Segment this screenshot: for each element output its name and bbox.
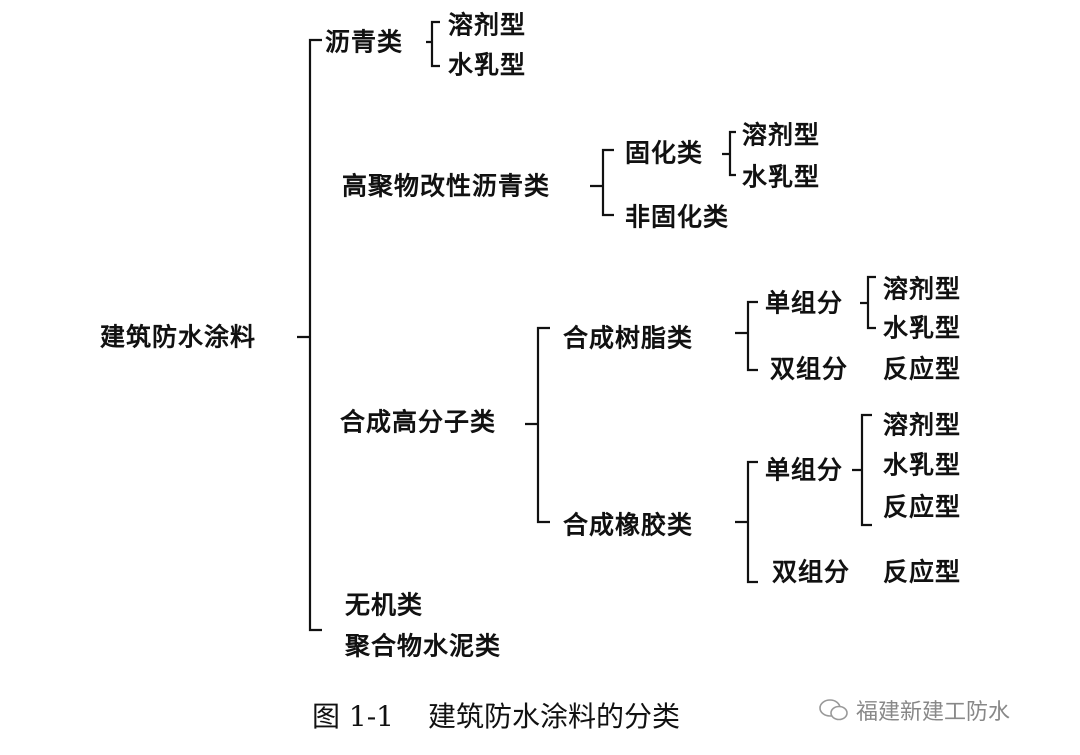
rubber-label: 合成橡胶类	[563, 510, 694, 540]
figure-title: 建筑防水涂料的分类	[428, 700, 681, 733]
rubber-single-reactive: 反应型	[883, 492, 962, 522]
rubber-double-reactive: 反应型	[883, 557, 962, 587]
cured-solvent: 溶剂型	[742, 120, 821, 150]
asphalt-bracket	[426, 20, 440, 68]
watermark: 福建新建工防水	[818, 694, 1010, 726]
polymer-asphalt-bracket	[590, 148, 614, 217]
rubber-single-label: 单组分	[765, 455, 844, 485]
cured-label: 固化类	[625, 138, 704, 168]
resin-single-label: 单组分	[765, 288, 844, 318]
figure-number: 图 1-1	[312, 700, 394, 733]
resin-single-bracket	[860, 275, 876, 330]
resin-single-solvent: 溶剂型	[883, 274, 962, 304]
wechat-icon	[819, 699, 848, 721]
asphalt-emulsion: 水乳型	[448, 50, 527, 80]
synthetic-polymer-label: 合成高分子类	[340, 407, 497, 437]
rubber-bracket	[735, 460, 758, 584]
cured-emulsion: 水乳型	[742, 162, 821, 192]
rubber-single-emulsion: 水乳型	[883, 450, 962, 480]
figure-caption: 图 1-1 建筑防水涂料的分类	[312, 695, 714, 735]
rubber-single-solvent: 溶剂型	[883, 410, 962, 440]
asphalt-label: 沥青类	[325, 27, 404, 57]
inorganic-label: 无机类	[345, 590, 424, 620]
polymer-asphalt-label: 高聚物改性沥青类	[342, 171, 551, 201]
watermark-text: 福建新建工防水	[856, 700, 1011, 725]
resin-label: 合成树脂类	[563, 323, 694, 353]
non-cured-label: 非固化类	[625, 202, 730, 232]
resin-bracket	[735, 300, 758, 372]
polymer-cement-label: 聚合物水泥类	[345, 631, 502, 661]
cured-bracket	[722, 130, 736, 177]
rubber-double-label: 双组分	[772, 557, 851, 587]
asphalt-solvent: 溶剂型	[448, 10, 527, 40]
resin-single-emulsion: 水乳型	[883, 313, 962, 343]
root-bracket	[297, 38, 322, 632]
synthetic-polymer-bracket	[525, 326, 550, 524]
rubber-single-bracket	[852, 413, 872, 527]
resin-double-label: 双组分	[770, 354, 849, 384]
root-label: 建筑防水涂料	[100, 322, 257, 352]
resin-double-reactive: 反应型	[883, 354, 962, 384]
